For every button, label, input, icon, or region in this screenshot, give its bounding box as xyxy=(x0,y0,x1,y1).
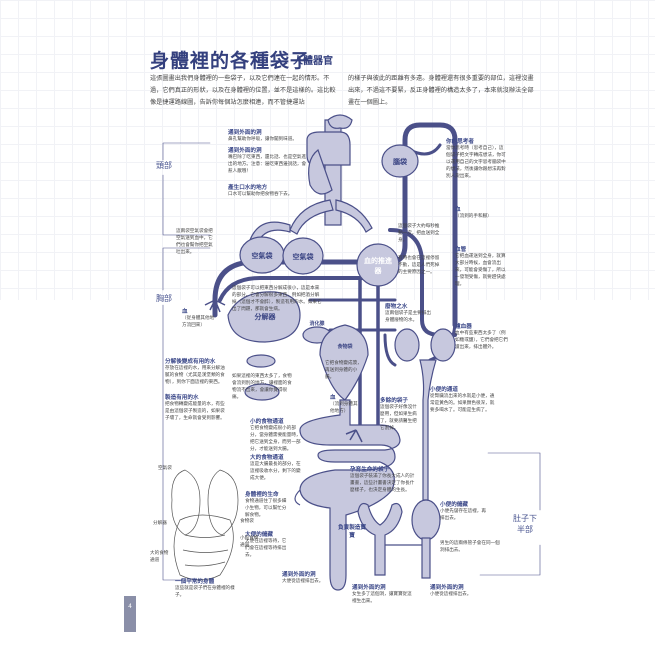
note-large-intestine: 大的食物通道這是大腸最長的部分，在這裡吸收水分，剩下的變成大便。 xyxy=(250,455,301,481)
note-small-intestine: 小的食物通道它把食物變成很小的部分，當身體需要能量時，把它送到全身，而另一部分，… xyxy=(250,419,301,452)
organ-digester: 分解器 xyxy=(254,313,276,321)
organ-gland: 消化腺 xyxy=(309,321,325,327)
intro-col2: 的樣子與彼此的距離有多遠。身體裡還有很多重要的部位，這裡沒畫出來，不過這不要緊，… xyxy=(348,75,534,106)
note-blood-body: 血（流到身體其他地方） xyxy=(330,395,358,414)
note-birth-hole: 通到外面的洞女生多了這個洞，讓寶寶從這裡生出來。 xyxy=(352,585,412,604)
region-chest: 胸部 xyxy=(156,294,172,303)
page-title: 身體裡的各種袋子 xyxy=(150,50,311,72)
organ-stomach: 食物袋 xyxy=(337,344,353,350)
note-male-tubes: 男生的這兩條管子會在同一個洞排出去。 xyxy=(440,541,500,553)
note-reproduction: 負責製造寶寶 xyxy=(338,525,366,539)
mini-label-lung: 空氣袋 xyxy=(158,466,172,471)
mini-label-large-intestine: 大的食物通道 xyxy=(150,551,169,563)
mini-label-small-intestine: 小的食物通道 xyxy=(240,536,259,548)
region-belly: 肚子下半部 xyxy=(513,514,537,534)
organ-heart: 血的推進器 xyxy=(364,257,392,275)
organ-lung-right: 空氣袋 xyxy=(292,253,314,261)
note-digester: 這個袋子可以把東西分解成很小，這是本來的部分。它會分解很多東西，例如把酒分解掉（… xyxy=(232,286,322,312)
page-subtitle: 人體器官 xyxy=(293,56,333,67)
note-appendix: 多餘的袋子這個袋子好像沒什麼用，但如果生病了，就要請醫生把它割掉。 xyxy=(380,398,417,431)
intro-col1: 這張圖畫出我們身體裡的一些袋子，以及它們連在一起的情形。不過，它們真正的形狀，以… xyxy=(150,75,336,106)
note-waste-water: 廢物之水這兩個袋子是主要排出身體廢物的水。 xyxy=(385,304,431,323)
note-life-plan: 孕育生命的袋子這個袋子裝滿了你長大成人的計畫書，這些計畫書決定了你長什麼樣子，也… xyxy=(350,467,415,493)
note-lungs: 這兩袋空氣袋會把空氣送到血中，它們也會幫你把空氣吐出來。 xyxy=(176,229,213,255)
note-blood-in: 血（從身體其他地方流回來） xyxy=(182,309,215,328)
note-vessels: 血管它把血運送到全身，就算大部分時候，血會流出來，可能會受傷了，所以一發現受傷，… xyxy=(455,247,506,287)
note-bile: 分解後變成有用的水存放在這裡的水，用來分解油膩的食物（尤其是漢堡類的食物），到你… xyxy=(165,359,225,385)
note-heart-stop: 有時也會在這裡停留不動，這是人們死掉的主要原因之一。 xyxy=(398,256,440,275)
note-heart-beat: 這個袋子大約每秒推動一次，把血送到全身。 xyxy=(398,224,440,243)
note-urine-tube: 小便的通道從腎臟流出來的水就是小便，通常是黃色的。如果顏色很深，就要多喝水了。可… xyxy=(430,387,495,413)
note-urethra: 通到外面的洞小便從這裡排出去。 xyxy=(430,585,472,597)
note-overflow: 如果這裡的東西太多了，食物會流到別的地方，讓裡面的食物流不出來，會讓你覺得很痛。 xyxy=(232,374,292,400)
note-blood-out: 血（流到的手和腳） xyxy=(455,207,492,219)
page-number-bar xyxy=(124,596,136,632)
note-useful-water: 製造有用的水把食物轉變成能量的水，有些是由這個袋子製造的，如果袋子壞了，生命就會… xyxy=(165,395,225,421)
region-head: 頭部 xyxy=(156,161,172,170)
note-anus: 通到外面的洞大便從這裡排出去。 xyxy=(282,572,324,584)
note-stomach: 它把食物變成漿，再送到身體的小腸。 xyxy=(325,361,362,380)
note-stool-store: 大便的儲藏大便在這裡等待，它們會在這裡等待排出去。 xyxy=(245,532,287,558)
note-normal-body: 一個平常的身體這些就是袋子們在身體裡的樣子。 xyxy=(175,579,235,598)
note-thinker: 你的思考者當你思考時（思考自己），這個袋子把文字轉成想法，你可以運用自己的文字思… xyxy=(446,139,506,179)
organ-lung-left: 空氣袋 xyxy=(251,252,273,260)
note-saliva: 產生口水的地方口水可以幫助你把食物吞下去。 xyxy=(228,185,293,197)
note-mouth: 通到外面的洞嘴巴除了吃東西，還比話、也是空氣進出的地方。注意：邊吃東西邊說話，會… xyxy=(228,148,307,174)
page-number: 4 xyxy=(128,603,132,610)
mini-label-digester: 分解器 xyxy=(153,521,167,526)
note-nose: 通到外面的洞鼻孔幫助你呼吸，讓你聞到味道。 xyxy=(228,130,297,142)
mini-label-stomach: 食物袋 xyxy=(240,519,254,524)
note-gut-life: 身體裡的生命食物通道住了很多細小生物，可以幫忙分解食物。 xyxy=(245,492,287,518)
organ-brain: 腦袋 xyxy=(393,158,407,166)
note-urine-store: 小便的儲藏小便先儲存在這裡，再排出去。 xyxy=(440,502,486,521)
note-filter: 濾血器血中有些東西太多了（例如糖或鹽），它們會把它們濾出來，排出體外。 xyxy=(455,324,508,350)
